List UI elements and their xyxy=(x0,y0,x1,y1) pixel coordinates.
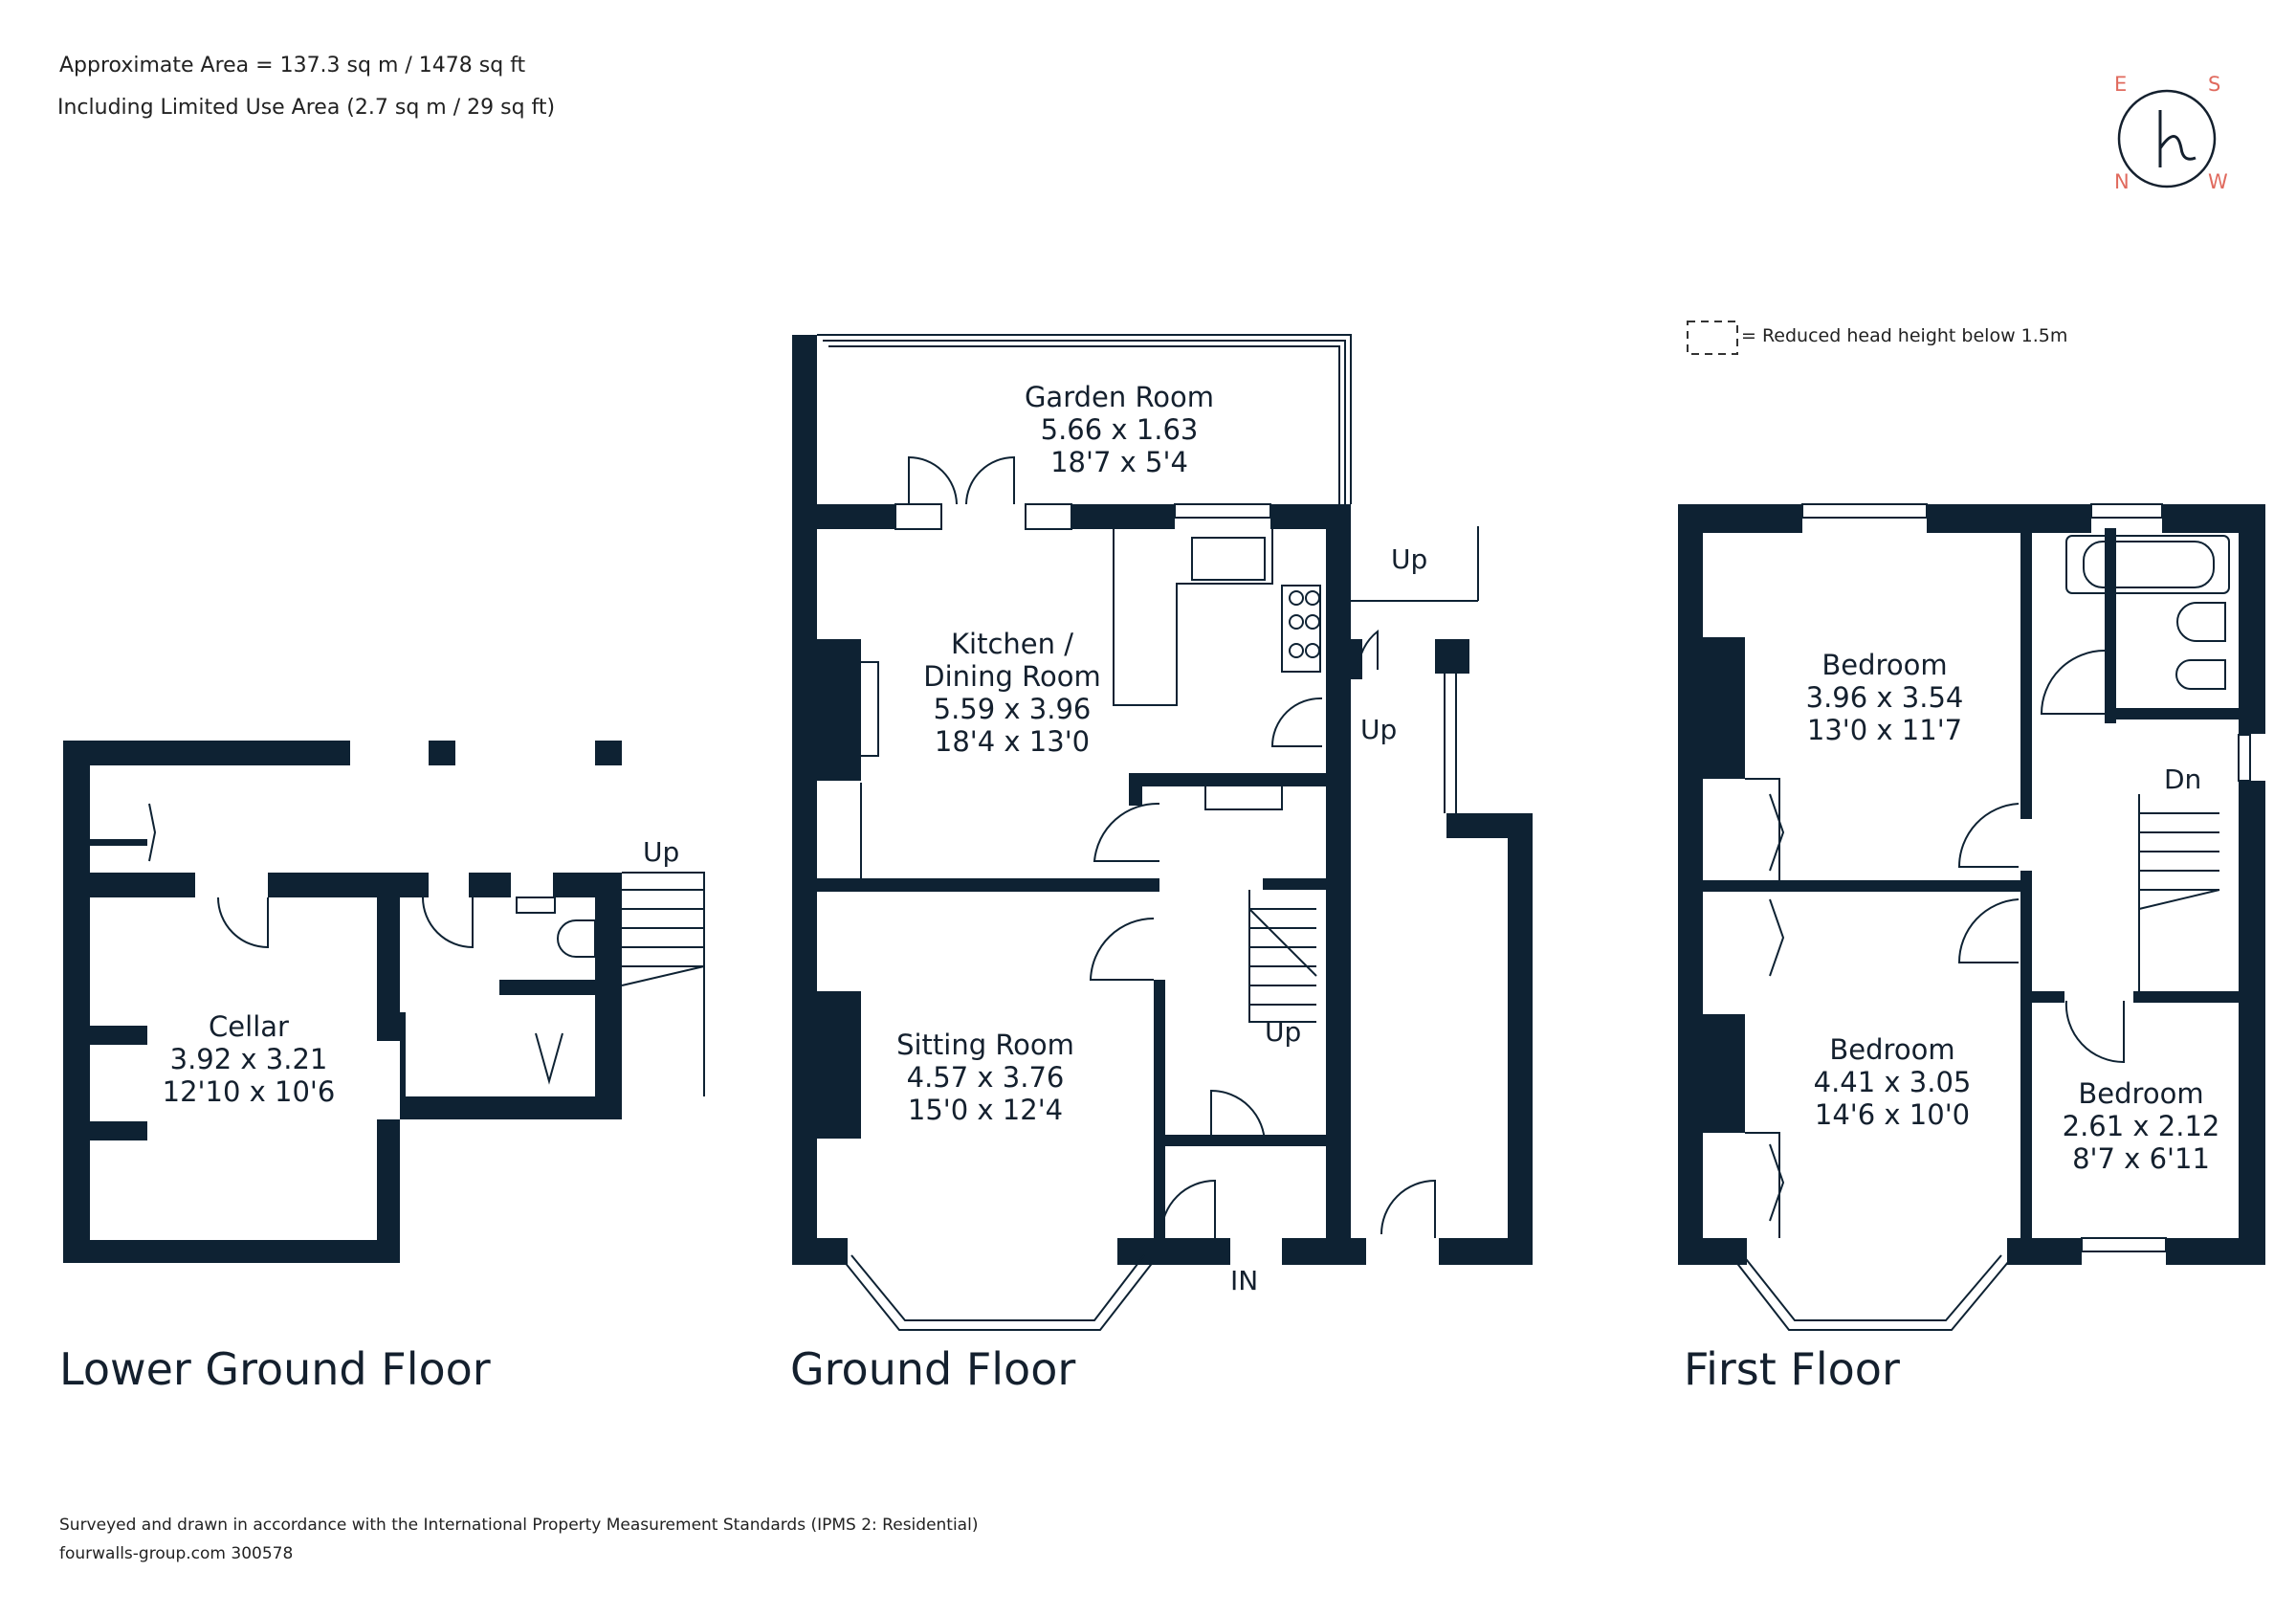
room-name: Bedroom xyxy=(1829,1033,1955,1066)
compass-logo: E S N W xyxy=(2105,67,2229,201)
room-metric: 5.66 x 1.63 xyxy=(1040,413,1199,446)
floor-title-ground: Ground Floor xyxy=(790,1343,1076,1395)
room-name: Bedroom xyxy=(2078,1077,2204,1110)
limited-use-area: Including Limited Use Area (2.7 sq m / 2… xyxy=(57,96,556,120)
legend-text: = Reduced head height below 1.5m xyxy=(1741,325,2068,346)
area-summary: Approximate Area = 137.3 sq m / 1478 sq … xyxy=(59,54,526,77)
room-bedroom-3: Bedroom 2.61 x 2.12 8'7 x 6'11 xyxy=(2036,1077,2246,1175)
dashed-box-icon xyxy=(1687,321,1738,355)
room-bedroom-2: Bedroom 4.41 x 3.05 14'6 x 10'0 xyxy=(1768,1033,2017,1131)
compass-south-label: S xyxy=(2208,73,2221,96)
room-imperial: 12'10 x 10'6 xyxy=(162,1075,336,1108)
room-name-line2: Dining Room xyxy=(923,660,1101,693)
room-imperial: 13'0 x 11'7 xyxy=(1806,714,1963,746)
kitchen-up-label: Up xyxy=(1360,714,1398,745)
room-sitting-room: Sitting Room 4.57 x 3.76 15'0 x 12'4 xyxy=(861,1029,1110,1126)
room-imperial: 18'4 x 13'0 xyxy=(934,725,1091,758)
room-metric: 3.96 x 3.54 xyxy=(1805,681,1964,714)
floor-title-first: First Floor xyxy=(1684,1343,1900,1395)
floor-title-lower-ground: Lower Ground Floor xyxy=(59,1343,491,1395)
room-imperial: 8'7 x 6'11 xyxy=(2072,1142,2210,1175)
stairs-up-label: Up xyxy=(643,836,680,868)
room-imperial: 15'0 x 12'4 xyxy=(907,1094,1064,1126)
room-metric: 3.92 x 3.21 xyxy=(169,1043,328,1075)
room-name: Sitting Room xyxy=(896,1029,1074,1061)
stairs-down-label: Dn xyxy=(2164,764,2202,795)
room-cellar: Cellar 3.92 x 3.21 12'10 x 10'6 xyxy=(144,1010,354,1108)
entrance-label: IN xyxy=(1230,1265,1259,1296)
reference-number: fourwalls-group.com 300578 xyxy=(59,1544,294,1563)
compass-west-label: W xyxy=(2208,170,2228,193)
stairs-up-label-ground: Up xyxy=(1265,1016,1302,1048)
room-name: Cellar xyxy=(209,1010,289,1043)
room-metric: 5.59 x 3.96 xyxy=(933,693,1092,725)
room-name: Garden Room xyxy=(1024,381,1215,413)
room-imperial: 14'6 x 10'0 xyxy=(1814,1098,1971,1131)
room-imperial: 18'7 x 5'4 xyxy=(1050,446,1188,478)
room-metric: 4.57 x 3.76 xyxy=(906,1061,1065,1094)
compass-east-label: E xyxy=(2114,73,2128,96)
room-bedroom-1: Bedroom 3.96 x 3.54 13'0 x 11'7 xyxy=(1760,649,2009,746)
compass-circle-icon xyxy=(2117,89,2217,188)
room-garden-room: Garden Room 5.66 x 1.63 18'7 x 5'4 xyxy=(995,381,1244,478)
room-name-line1: Kitchen / xyxy=(951,628,1073,660)
room-name: Bedroom xyxy=(1821,649,1948,681)
room-metric: 2.61 x 2.12 xyxy=(2062,1110,2220,1142)
survey-statement: Surveyed and drawn in accordance with th… xyxy=(59,1516,979,1535)
side-up-label: Up xyxy=(1391,543,1428,575)
compass-north-label: N xyxy=(2114,170,2130,193)
room-metric: 4.41 x 3.05 xyxy=(1813,1066,1972,1098)
room-kitchen-dining: Kitchen / Dining Room 5.59 x 3.96 18'4 x… xyxy=(888,628,1137,758)
